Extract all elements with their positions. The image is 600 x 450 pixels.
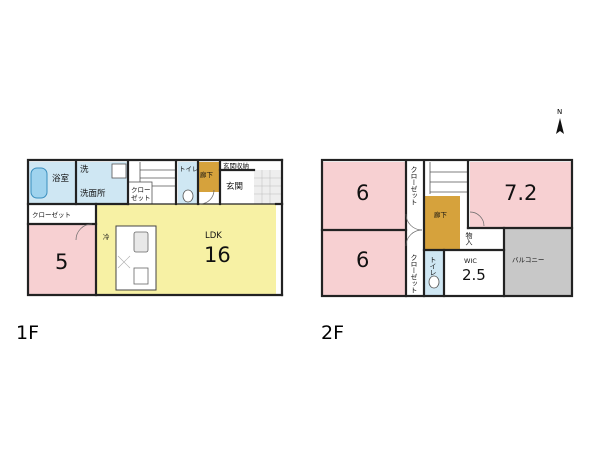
closet-label-1f-stair: クローゼット [131,186,151,202]
storage-label-2f: 物入 [465,232,473,245]
balcony-label: バルコニー [512,256,545,264]
toilet1-fill [178,162,198,204]
room6b-label: 6 [356,248,370,272]
closet-label-2f-upper: クローゼット [410,166,418,205]
entrance-storage-label: 玄関収納 [223,162,249,170]
fridge-label: 冷 [103,233,110,241]
walls-1f [26,158,284,297]
washbasin [111,163,127,179]
room6a-label: 6 [356,181,370,205]
wic-fill [444,250,504,296]
closet-label-2f-lower: クローゼット [410,254,418,293]
north-arrow [556,118,564,134]
toilet2-fixture [428,275,440,289]
room5-fill [28,224,96,295]
wash-label: 洗 [80,165,89,175]
toilet1-fixture [182,189,194,203]
cooktop [133,267,149,285]
hall2-fill [424,196,460,250]
bath-label: 浴室 [52,174,70,184]
room6b-fill [322,230,406,296]
walls-2f [320,158,574,298]
room5-label: 5 [55,250,69,274]
wic-label: WIC [464,257,477,265]
entrance-label: 玄関 [226,182,244,192]
entrance-fill [220,170,254,192]
floor-label-2f: 2F [321,322,345,344]
kitchen-sink [133,231,149,253]
closet-label-1f: クローゼット [32,211,71,219]
room6a-fill [322,162,406,230]
room72-label: 7.2 [504,181,538,205]
entrance-tiles [254,170,282,204]
washroom-label: 洗面所 [80,189,106,199]
toilet-label-1f: トイレ [179,165,199,173]
door-swings-1f [75,189,215,241]
balcony-fill [504,228,572,296]
ldk-size-label: 16 [204,243,231,267]
bathtub [30,167,48,199]
hall-label-1f: 廊下 [200,171,213,179]
hall1-fill [198,162,220,192]
floor-label-1f: 1F [16,322,40,344]
entrance-floor [254,170,282,204]
north-label: N [557,108,563,116]
toilet-label-2f: トイレ [429,256,437,276]
wic-size-label: 2.5 [462,266,486,284]
hall-label-2f: 廊下 [434,211,447,219]
toilet2-fill [424,250,444,296]
stairs-2f [429,162,468,194]
door-swings-2f [405,211,485,247]
room72-fill [470,162,572,228]
ldk-label: LDK [205,231,222,241]
